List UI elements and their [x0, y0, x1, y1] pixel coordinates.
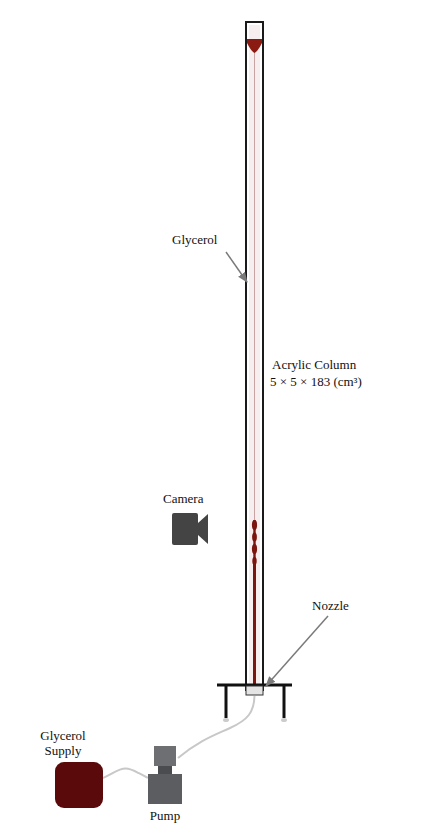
tube: [103, 769, 148, 779]
reservoir-box: [55, 762, 103, 808]
column-fluid: [249, 25, 260, 687]
dimension-label: 5 × 5 × 183 (cm³): [270, 374, 362, 389]
part-label: Nozzle: [312, 598, 349, 613]
column-centerline: [254, 50, 255, 686]
node-label: Pump: [138, 808, 192, 823]
camera-icon: [172, 513, 208, 545]
supply-reservoir: Glycerol Supply: [26, 728, 106, 808]
pump: Pump: [138, 746, 192, 823]
part-label: Camera: [163, 491, 203, 506]
supply-tube: [178, 696, 255, 758]
part-label: Acrylic Column: [272, 357, 356, 372]
stand-foot: [281, 718, 287, 722]
pump-body: [148, 746, 182, 804]
pump-symbol: [148, 746, 182, 804]
nozzle: [246, 686, 263, 695]
acrylic-column: [246, 22, 263, 690]
leader-line: [226, 252, 247, 282]
node-label: Glycerol Supply: [30, 728, 96, 758]
pooled-glycerol: [247, 39, 262, 53]
leader-line: [266, 616, 328, 686]
glycerol-plume: [252, 520, 257, 686]
part-label: Glycerol: [172, 232, 217, 247]
stand-foot: [223, 718, 229, 722]
